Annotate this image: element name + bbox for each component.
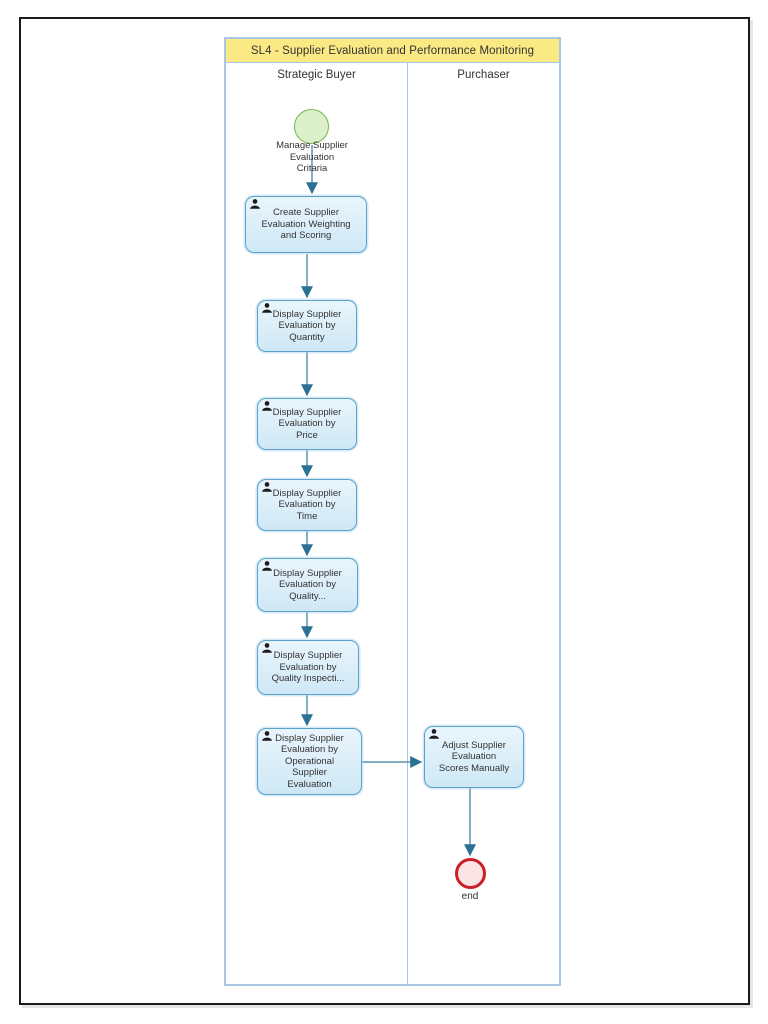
lanes-container: Strategic Buyer Purchaser xyxy=(226,63,559,984)
user-task-icon xyxy=(261,481,273,493)
task-display-evaluation-by-time[interactable]: Display Supplier Evaluation by Time xyxy=(257,479,357,531)
user-task-icon xyxy=(249,198,261,210)
task-adjust-supplier-evaluation-scores[interactable]: Adjust Supplier Evaluation Scores Manual… xyxy=(424,726,524,788)
task-label: Display Supplier Evaluation by Quality..… xyxy=(273,567,342,602)
user-task-icon xyxy=(261,400,273,412)
task-display-evaluation-by-quantity[interactable]: Display Supplier Evaluation by Quantity xyxy=(257,300,357,352)
lane-label-strategic-buyer: Strategic Buyer xyxy=(277,69,356,81)
task-label: Adjust Supplier Evaluation Scores Manual… xyxy=(438,739,510,774)
task-label: Display Supplier Evaluation by Quantity xyxy=(272,308,342,343)
task-label: Display Supplier Evaluation by Quality I… xyxy=(271,650,345,685)
end-event[interactable] xyxy=(455,858,486,889)
task-display-evaluation-by-quality[interactable]: Display Supplier Evaluation by Quality..… xyxy=(257,558,358,612)
task-label: Create Supplier Evaluation Weighting and… xyxy=(261,207,351,242)
lane-purchaser: Purchaser xyxy=(408,63,559,984)
start-event[interactable] xyxy=(294,109,329,144)
end-event-label: end xyxy=(461,891,479,902)
pool-header: SL4 - Supplier Evaluation and Performanc… xyxy=(226,39,559,63)
lane-label-purchaser: Purchaser xyxy=(457,69,510,81)
bpmn-pool: SL4 - Supplier Evaluation and Performanc… xyxy=(224,37,561,986)
user-task-icon xyxy=(428,728,440,740)
task-label: Display Supplier Evaluation by Operation… xyxy=(275,732,344,790)
pool-title: SL4 - Supplier Evaluation and Performanc… xyxy=(250,44,535,57)
user-task-icon xyxy=(261,560,273,572)
task-display-evaluation-by-quality-inspection[interactable]: Display Supplier Evaluation by Quality I… xyxy=(257,640,359,695)
user-task-icon xyxy=(261,642,273,654)
task-label: Display Supplier Evaluation by Time xyxy=(272,487,342,522)
task-display-evaluation-by-price[interactable]: Display Supplier Evaluation by Price xyxy=(257,398,357,450)
start-event-label: Manage Supplier Evaluation Critaria xyxy=(276,140,348,174)
lane-strategic-buyer: Strategic Buyer xyxy=(226,63,408,984)
task-display-evaluation-by-operational-supplier-evaluation[interactable]: Display Supplier Evaluation by Operation… xyxy=(257,728,362,795)
user-task-icon xyxy=(261,302,273,314)
user-task-icon xyxy=(261,730,273,742)
task-create-supplier-evaluation-weighting[interactable]: Create Supplier Evaluation Weighting and… xyxy=(245,196,367,253)
task-label: Display Supplier Evaluation by Price xyxy=(272,406,342,441)
